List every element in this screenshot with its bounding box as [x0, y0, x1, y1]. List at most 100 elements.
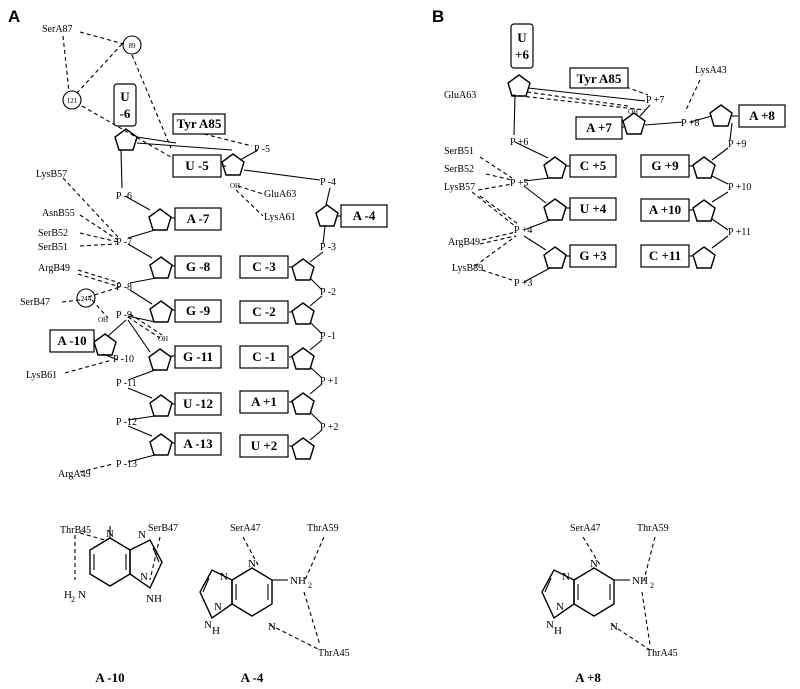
residue-label: LysB89 — [452, 263, 483, 274]
phosphate-label: P +6 — [510, 137, 528, 148]
phosphate-label: P +7 — [646, 95, 664, 106]
atom: N — [140, 571, 148, 583]
base-label: G -9 — [186, 303, 211, 318]
phosphate-label: P -7 — [116, 237, 132, 248]
residue-label: LysB61 — [26, 370, 57, 381]
base-label: +6 — [515, 47, 529, 62]
structure-a-10-links: ThrB45 SerB47 A -10 — [60, 523, 178, 685]
atom: N — [214, 601, 222, 613]
residue-label: SerA47 — [570, 523, 601, 534]
phosphate-label: P -5 — [254, 144, 270, 155]
phosphate-label: P +4 — [514, 225, 532, 236]
panel-a-backbone — [93, 128, 339, 463]
base-label: G -11 — [183, 349, 213, 364]
residue-label: ArgB49 — [448, 237, 480, 248]
panel-a-phosphates: P -5 P -6 P -7 P -8 P -9 P -10 P -11 P -… — [113, 144, 338, 470]
atom: NH — [290, 575, 306, 587]
residue-label: SerA87 — [42, 24, 73, 35]
atom: N — [590, 558, 598, 570]
phosphate-label: P +9 — [728, 139, 746, 150]
base-label: A +1 — [251, 394, 277, 409]
phosphate-label: P +1 — [320, 376, 338, 387]
structure-caption: A -10 — [95, 670, 124, 685]
base-label: A -13 — [183, 436, 213, 451]
base-label: U — [120, 89, 130, 104]
phosphate-label: P -3 — [320, 242, 336, 253]
circle-label: 244 — [81, 295, 92, 303]
base-label: C -2 — [252, 304, 275, 319]
structure-a-plus-8: N N N N N H NH 2 — [541, 558, 654, 637]
base-label: U +2 — [251, 438, 278, 453]
panel-a-residues: SerA87 LysB57 AsnB55 SerB52 SerB51 ArgB4… — [20, 24, 296, 480]
phosphate-label: P -11 — [116, 378, 137, 389]
base-label: C +5 — [580, 158, 607, 173]
atom: N — [268, 621, 276, 633]
atom: N — [546, 619, 554, 631]
residue-label: LysB57 — [444, 182, 475, 193]
structure-a-10: H 2 N N N N N H — [64, 526, 163, 605]
atom: 2 — [71, 595, 75, 604]
phosphate-label: P +3 — [514, 278, 532, 289]
circle-89 — [122, 35, 142, 55]
oh-label: OH — [628, 108, 638, 116]
panel-b-phosphates: P +7 P +8 P +6 P +5 P +4 P +3 P +9 P +10… — [510, 95, 751, 289]
residue-label: ThrB45 — [60, 525, 91, 536]
phosphate-label: P -4 — [320, 177, 336, 188]
base-label: A +10 — [649, 202, 681, 217]
panel-a-bases: U -6 Tyr A85 U -5 A -7 G -8 G -9 A -10 G… — [49, 83, 388, 458]
circle-label: 89 — [129, 42, 137, 50]
oh-label: OH — [158, 335, 168, 343]
atom: N — [562, 571, 570, 583]
residue-label: LysA61 — [264, 212, 296, 223]
residue-label: GluA63 — [444, 90, 476, 101]
atom: H — [154, 593, 162, 605]
circle-121 — [62, 90, 82, 110]
phosphate-label: P +11 — [728, 227, 751, 238]
base-label: A +8 — [749, 108, 775, 123]
structure-caption: A -4 — [241, 670, 264, 685]
base-label: -6 — [120, 106, 131, 121]
panel-b-interactions — [471, 79, 701, 281]
base-label: C -1 — [252, 349, 275, 364]
base-label: G +3 — [579, 248, 607, 263]
residue-label: ThrA59 — [637, 523, 669, 534]
phosphate-label: P +8 — [681, 118, 699, 129]
atom: 2 — [650, 581, 654, 590]
base-label: C +11 — [649, 248, 681, 263]
atom: N — [146, 593, 154, 605]
base-label: U -5 — [185, 158, 209, 173]
base-label: A -7 — [187, 211, 210, 226]
residue-label: ThrA45 — [646, 648, 678, 659]
base-label: G -8 — [186, 259, 211, 274]
panel-a-base-stems — [92, 165, 341, 447]
residue-label: LysA43 — [695, 65, 727, 76]
residue-label: ThrA59 — [307, 523, 339, 534]
tyr-label: Tyr A85 — [577, 71, 622, 86]
phosphate-label: P +2 — [320, 422, 338, 433]
structure-a-4-links: SerA47 ThrA59 ThrA45 A -4 — [230, 523, 350, 685]
structure-a-4: N N N N N H NH 2 — [199, 558, 312, 637]
panel-a-circles: 89 121 244 — [62, 35, 142, 308]
phosphate-label: P -1 — [320, 331, 336, 342]
atom: NH — [632, 575, 648, 587]
panel-b-letter: B — [432, 7, 444, 26]
atom: N — [78, 589, 86, 601]
residue-label: GluA63 — [264, 189, 296, 200]
atom: 2 — [308, 581, 312, 590]
circle-label: 121 — [67, 97, 78, 105]
base-label: U +4 — [580, 201, 607, 216]
atom: H — [64, 589, 72, 601]
atom: N — [138, 529, 146, 541]
phosphate-label: P -13 — [116, 459, 137, 470]
atom: N — [204, 619, 212, 631]
residue-label: SerA47 — [230, 523, 261, 534]
atom: N — [106, 528, 114, 540]
base-label: A -4 — [353, 208, 376, 223]
structure-a-plus-8-links: SerA47 ThrA59 ThrA45 A +8 — [570, 523, 678, 685]
atom: N — [248, 558, 256, 570]
base-label: U -12 — [183, 396, 213, 411]
sugar-ring — [221, 153, 245, 176]
panel-b-backbone — [507, 74, 733, 283]
